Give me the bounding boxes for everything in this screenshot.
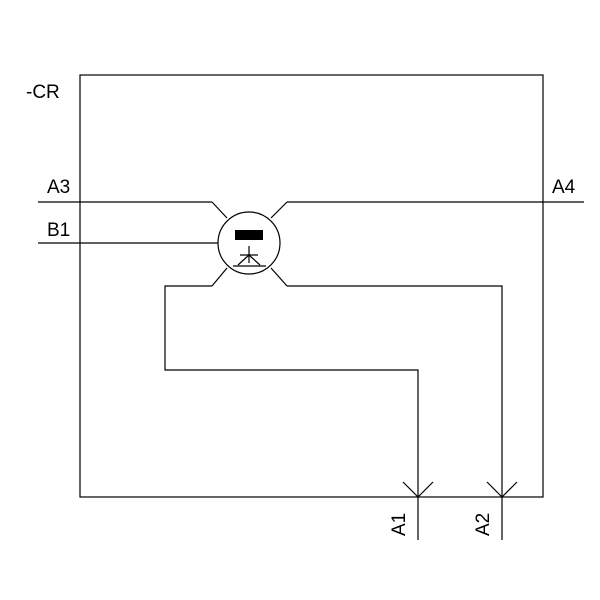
terminal-a1-label: A1 bbox=[389, 513, 410, 536]
transistor-icon bbox=[233, 246, 266, 267]
wire-to-a2 bbox=[287, 285, 503, 540]
connector-a2-icon bbox=[486, 481, 518, 498]
wire-to-a1 bbox=[164, 285, 419, 540]
wire-a3-diagonal bbox=[211, 201, 228, 219]
connector-a1-icon bbox=[402, 481, 434, 498]
wire-a4-diagonal bbox=[270, 201, 288, 219]
wire-lower-left-diagonal bbox=[211, 267, 228, 287]
wire-lower-right-diagonal bbox=[270, 267, 288, 287]
device-label: -CR bbox=[26, 82, 60, 103]
sensor-symbol bbox=[217, 211, 281, 275]
terminal-b1-label: B1 bbox=[47, 220, 70, 241]
device-enclosure bbox=[79, 74, 544, 498]
terminal-a3-label: A3 bbox=[47, 177, 70, 198]
terminal-a4-label: A4 bbox=[552, 177, 576, 198]
terminal-a2-label: A2 bbox=[473, 513, 494, 536]
sensor-element-icon bbox=[235, 230, 263, 240]
